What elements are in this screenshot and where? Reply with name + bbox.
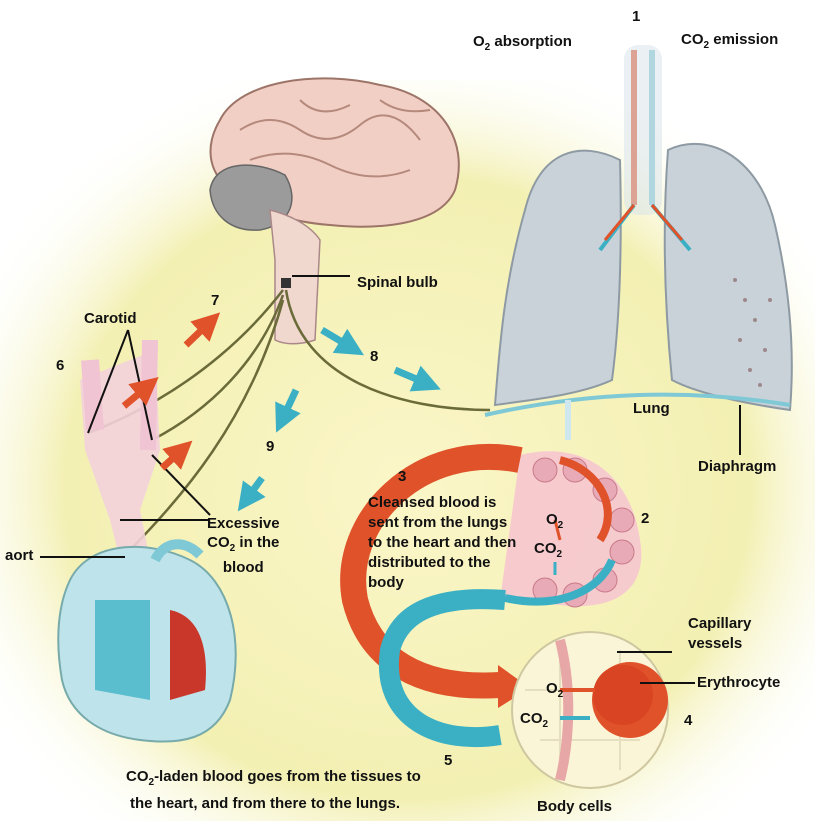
cell-co2-label: CO2 xyxy=(520,710,548,734)
excessive-line3: blood xyxy=(207,558,280,577)
label-number-5: 5 xyxy=(444,752,452,769)
label-number-3: 3 xyxy=(398,468,406,485)
alveoli-o2-text: O xyxy=(546,511,558,528)
cell-co2-text: CO xyxy=(520,710,543,727)
label-number-7: 7 xyxy=(211,292,219,309)
laden-line1-text: -laden blood goes from the tissues to xyxy=(154,768,421,785)
capillary-vessels-label: Capillary vessels xyxy=(688,614,778,654)
co2-laden-line2: the heart, and from there to the lungs. xyxy=(126,793,421,814)
excessive-co2-label: Excessive CO2 in the blood xyxy=(207,514,280,577)
co2-text: CO xyxy=(681,31,704,48)
alveoli-o2-sub: 2 xyxy=(558,520,564,531)
laden-co-text: CO xyxy=(126,768,149,785)
alveoli-o2-label: O2 xyxy=(546,511,563,535)
erythrocyte-label: Erythrocyte xyxy=(697,674,780,692)
label-number-1: 1 xyxy=(632,8,640,25)
excessive-line1: Excessive xyxy=(207,514,280,533)
label-number-2: 2 xyxy=(641,510,649,527)
co2-emission-label: CO2 emission xyxy=(681,31,778,55)
label-number-9: 9 xyxy=(266,438,274,455)
label-number-8: 8 xyxy=(370,348,378,365)
carotid-label: Carotid xyxy=(84,310,137,328)
spinal-bulb-label: Spinal bulb xyxy=(357,274,438,292)
body-cells-label: Body cells xyxy=(537,798,612,816)
cell-o2-text: O xyxy=(546,680,558,697)
alveoli-co2-text: CO xyxy=(534,540,557,557)
excessive-line2: CO2 in the xyxy=(207,533,280,558)
alveoli-co2-label: CO2 xyxy=(534,540,562,564)
co2-emission-text: emission xyxy=(709,31,778,48)
lung-label: Lung xyxy=(633,400,670,418)
cell-o2-sub: 2 xyxy=(558,689,564,700)
o2-text: O xyxy=(473,33,485,50)
diaphragm-label: Diaphragm xyxy=(698,458,776,476)
excessive-co-text: CO xyxy=(207,534,230,551)
cleansed-blood-text: Cleansed blood is sent from the lungs to… xyxy=(368,493,524,593)
o2-absorption-label: O2 absorption xyxy=(473,33,572,57)
cell-co2-sub: 2 xyxy=(543,719,549,730)
label-number-4: 4 xyxy=(684,712,692,729)
cell-o2-label: O2 xyxy=(546,680,563,704)
label-number-6: 6 xyxy=(56,357,64,374)
trachea xyxy=(624,45,662,215)
alveoli-co2-sub: 2 xyxy=(557,549,563,560)
aort-label: aort xyxy=(5,547,33,565)
o2-absorption-text: absorption xyxy=(490,33,572,50)
co2-laden-caption: CO2-laden blood goes from the tissues to… xyxy=(126,766,421,814)
co2-laden-line1: CO2-laden blood goes from the tissues to xyxy=(126,766,421,793)
excessive-in-the: in the xyxy=(235,534,279,551)
